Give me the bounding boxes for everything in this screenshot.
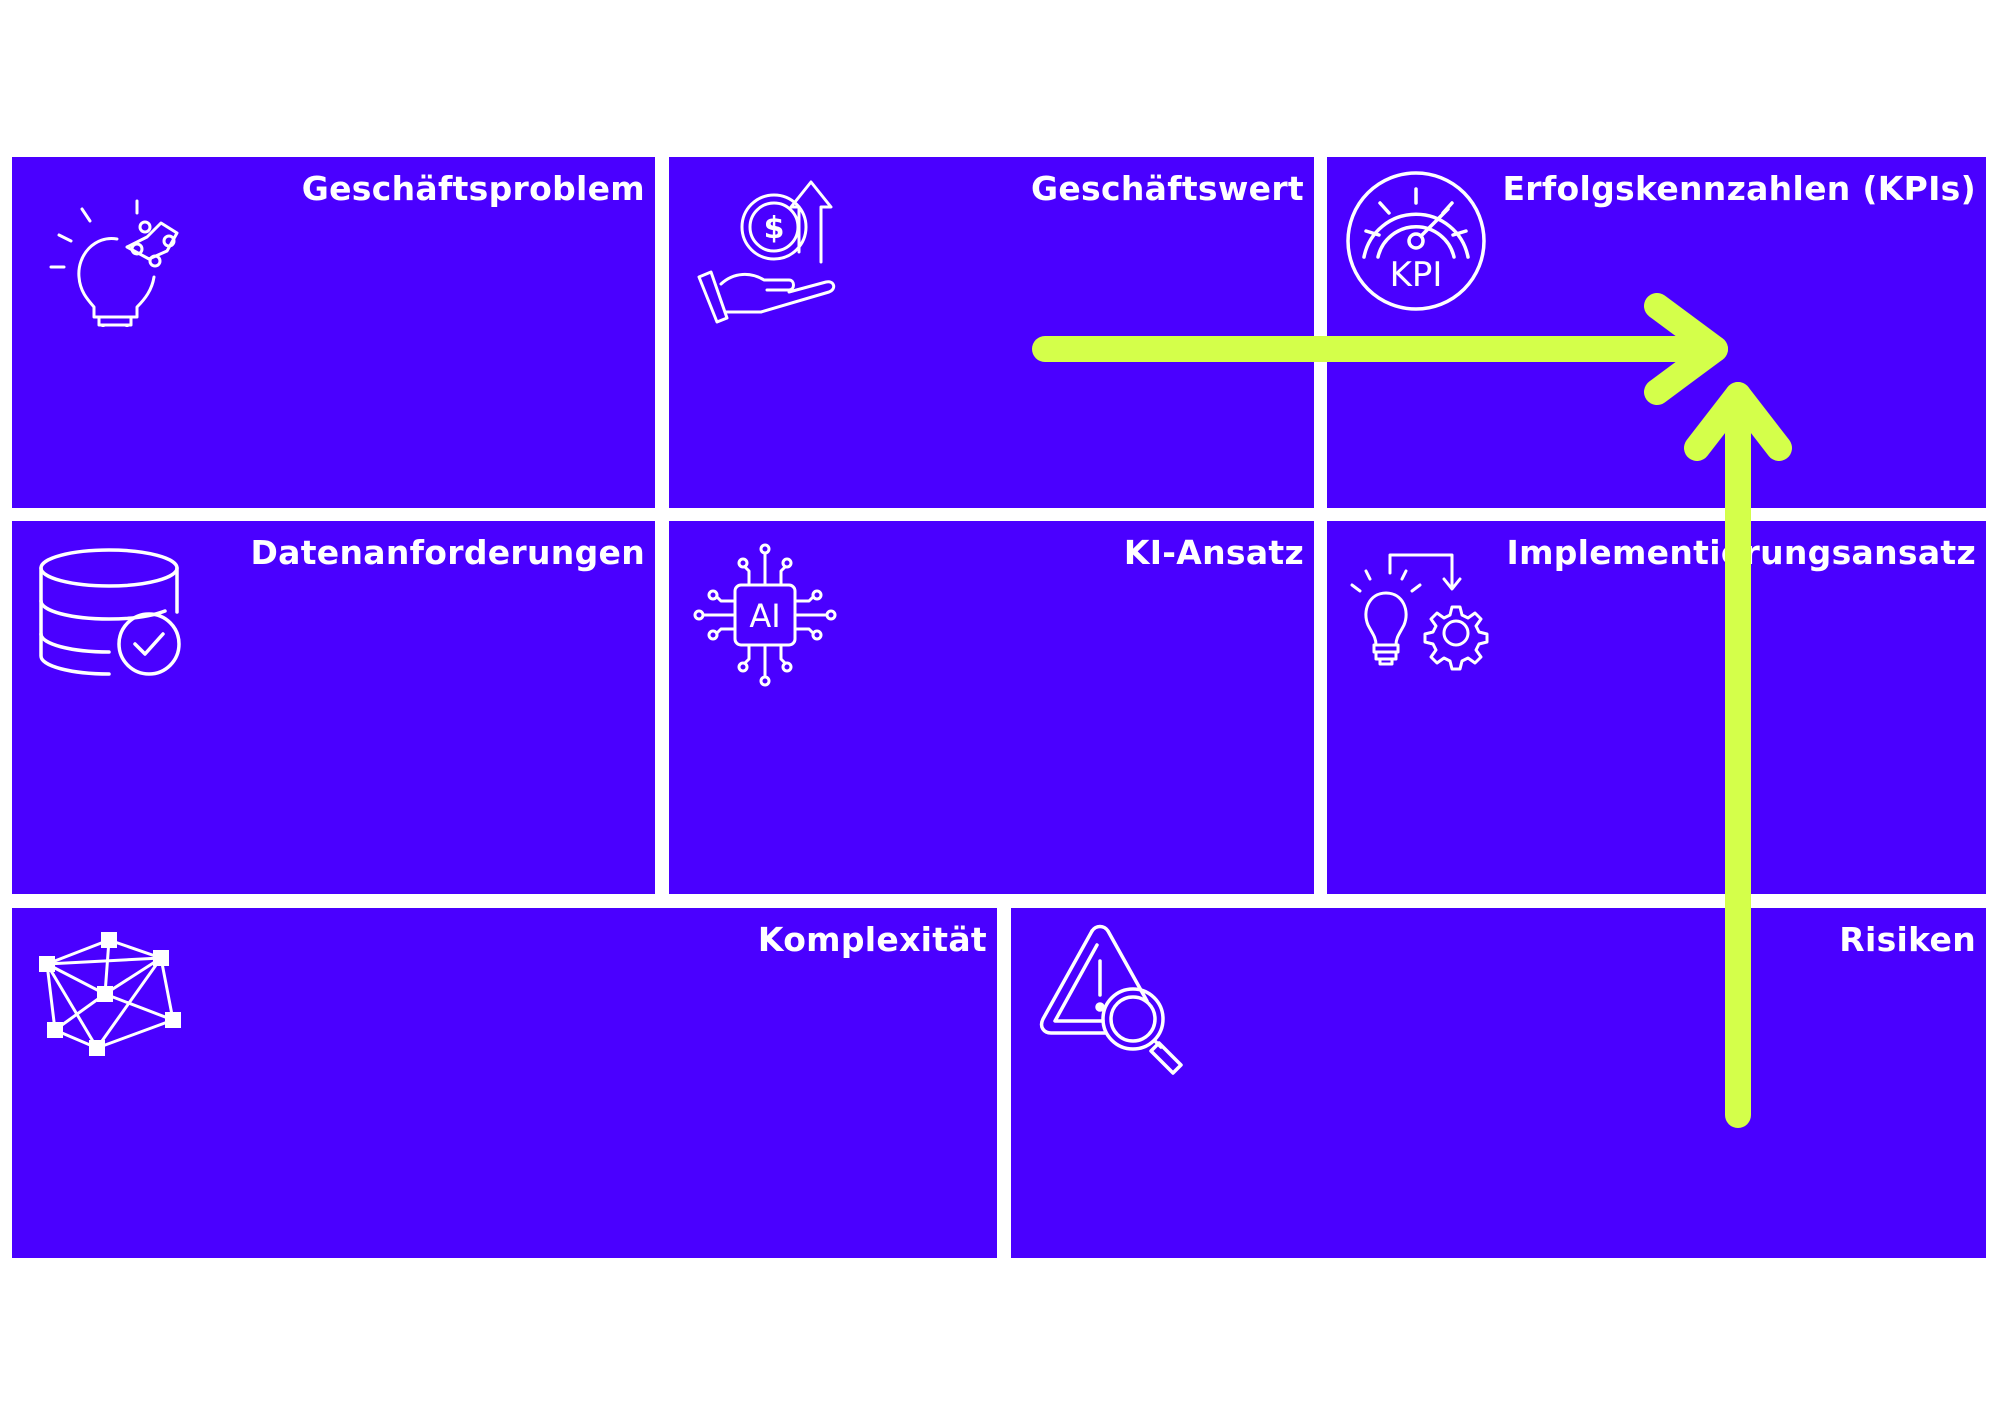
panel-title-kpis: Erfolgskennzahlen (KPIs) [1502, 169, 1976, 208]
panel-title-implementierung: Implementierungsansatz [1506, 533, 1976, 572]
panel-komplexitaet: Komplexität [12, 908, 997, 1258]
panel-title-geschaeftswert: Geschäftswert [1030, 169, 1304, 208]
warning-magnifier-icon [1037, 923, 1197, 1083]
panel-geschaeftswert: Geschäftswert $ [669, 157, 1314, 508]
svg-text:AI: AI [749, 597, 780, 635]
hand-money-growth-icon: $ [689, 172, 839, 332]
panel-title-geschaeftsproblem: Geschäftsproblem [301, 169, 645, 208]
panel-title-risiken: Risiken [1839, 920, 1976, 959]
panel-implementierung: Implementierungsansatz [1327, 521, 1986, 894]
panel-datenanforderungen: Datenanforderungen [12, 521, 655, 894]
database-check-icon [37, 546, 187, 686]
panel-geschaeftsproblem: Geschäftsproblem [12, 157, 655, 508]
svg-text:$: $ [764, 211, 785, 246]
panel-title-ki-ansatz: KI-Ansatz [1123, 533, 1304, 572]
panel-title-komplexitaet: Komplexität [757, 920, 987, 959]
panel-ki-ansatz: KI-Ansatz AI [669, 521, 1314, 894]
kpi-gauge-icon: KPI [1344, 169, 1489, 314]
network-nodes-icon [37, 928, 197, 1068]
panel-kpis: Erfolgskennzahlen (KPIs) KPI [1327, 157, 1986, 508]
lightbulb-gear-icon [1344, 551, 1494, 676]
svg-text:KPI: KPI [1390, 255, 1443, 295]
panel-title-datenanforderungen: Datenanforderungen [250, 533, 645, 572]
panel-risiken: Risiken [1011, 908, 1986, 1258]
lightbulb-puzzle-icon [37, 177, 187, 327]
ai-chip-icon: AI [693, 543, 838, 688]
